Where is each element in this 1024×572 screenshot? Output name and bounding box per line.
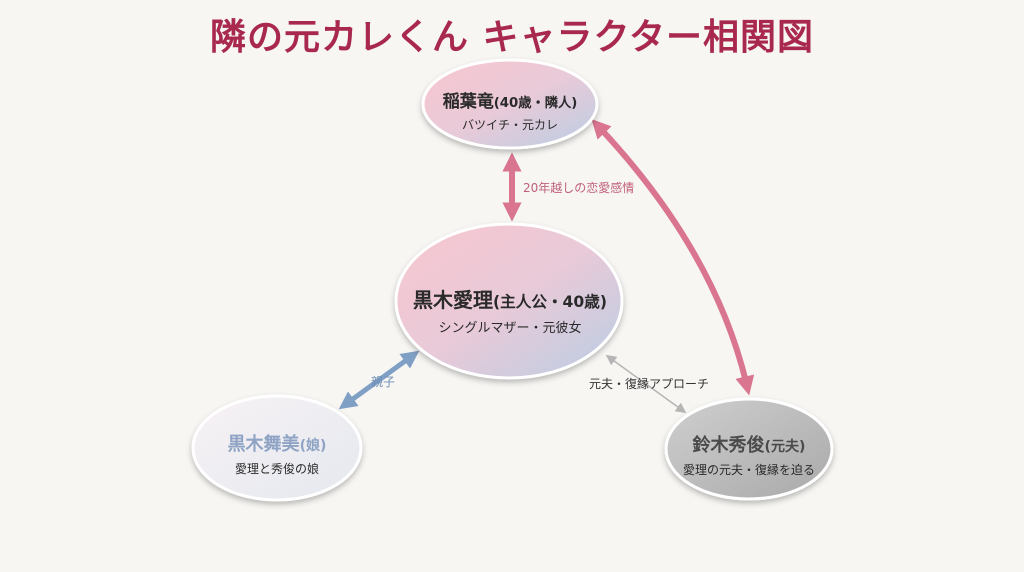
node-inaba-paren: (40歳・隣人) <box>493 96 578 111</box>
node-suzuki-ellipse <box>664 397 834 501</box>
node-airi-desc: シングルマザー・元彼女 <box>438 321 582 336</box>
parent-arrow <box>338 350 420 410</box>
exhusband-arrow <box>605 354 687 414</box>
node-maimi-paren: (娘) <box>299 438 327 454</box>
node-inaba-desc: バツイチ・元カレ <box>461 118 558 132</box>
node-suzuki-desc: 愛理の元夫・復縁を迫る <box>682 463 815 477</box>
node-kuroki-airi: 黒木愛理(主人公・40歳) シングルマザー・元彼女 <box>390 284 630 336</box>
node-suzuki: 鈴木秀俊(元夫) 愛理の元夫・復縁を迫る <box>664 431 834 478</box>
page-title: 隣の元カレくん キャラクター相関図 <box>209 17 815 58</box>
node-maimi-name: 黒木舞美 <box>227 434 300 455</box>
node-inaba: 稲葉竜(40歳・隣人) バツイチ・元カレ <box>420 87 600 133</box>
node-kuroki-maimi: 黒木舞美(娘) 愛理と秀俊の娘 <box>197 430 357 477</box>
node-inaba-ellipse <box>421 58 599 150</box>
node-suzuki-paren: (元夫) <box>764 439 806 455</box>
node-airi-name: 黒木愛理 <box>413 288 494 312</box>
node-suzuki-name: 鈴木秀俊 <box>692 435 765 456</box>
node-maimi-ellipse <box>191 394 363 502</box>
love-arrow-curve <box>591 119 755 396</box>
node-maimi-desc: 愛理と秀俊の娘 <box>234 462 319 476</box>
node-airi-paren: (主人公・40歳) <box>493 293 607 311</box>
node-inaba-name: 稲葉竜 <box>442 92 494 112</box>
edge-label-exhusband: 元夫・復縁アプローチ <box>589 377 710 391</box>
edge-label-love: 20年越しの恋愛感情 <box>523 181 635 195</box>
edge-label-parent: 親子 <box>371 375 396 389</box>
node-airi-ellipse <box>394 222 624 380</box>
